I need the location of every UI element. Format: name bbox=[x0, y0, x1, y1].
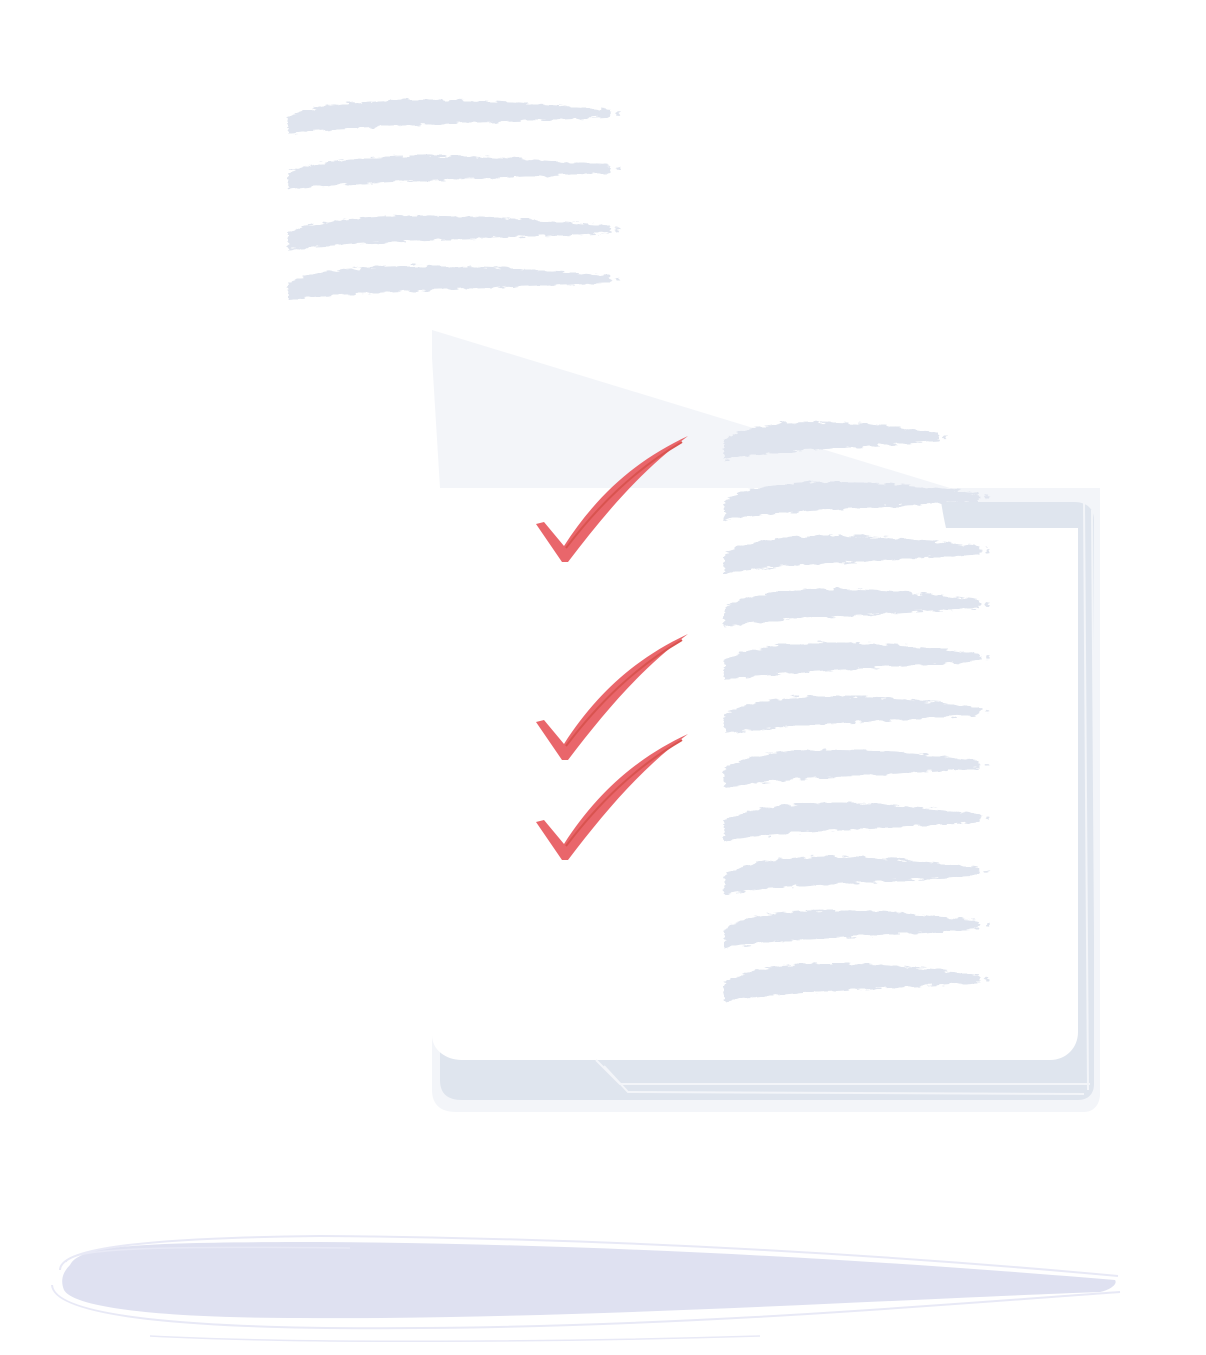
scribble-line bbox=[724, 642, 990, 681]
page-side-line bbox=[1083, 499, 1097, 1091]
checkmark-icon bbox=[536, 734, 688, 860]
scribble-line bbox=[724, 482, 990, 520]
scribble-line bbox=[724, 535, 990, 574]
scribble-line bbox=[724, 749, 990, 788]
checkmark-icon bbox=[536, 436, 688, 562]
checklist-rows bbox=[724, 422, 990, 1002]
ground-shadow bbox=[51, 1234, 1121, 1343]
page-fold-line bbox=[595, 1059, 1090, 1095]
scribble-line bbox=[724, 422, 948, 460]
scribble-line bbox=[288, 99, 623, 134]
checkmarks bbox=[536, 436, 688, 860]
scribble-line bbox=[724, 963, 990, 1002]
scribble-line bbox=[724, 589, 990, 627]
scribble-line bbox=[724, 910, 990, 948]
header-scribbles bbox=[288, 99, 623, 300]
checkmark-icon bbox=[536, 634, 688, 760]
scribble-line bbox=[288, 215, 623, 250]
scribble-line bbox=[288, 155, 623, 190]
scribble-line bbox=[724, 696, 990, 734]
scribble-line bbox=[724, 803, 990, 841]
scribble-line bbox=[724, 856, 990, 895]
scribble-line bbox=[288, 265, 623, 300]
